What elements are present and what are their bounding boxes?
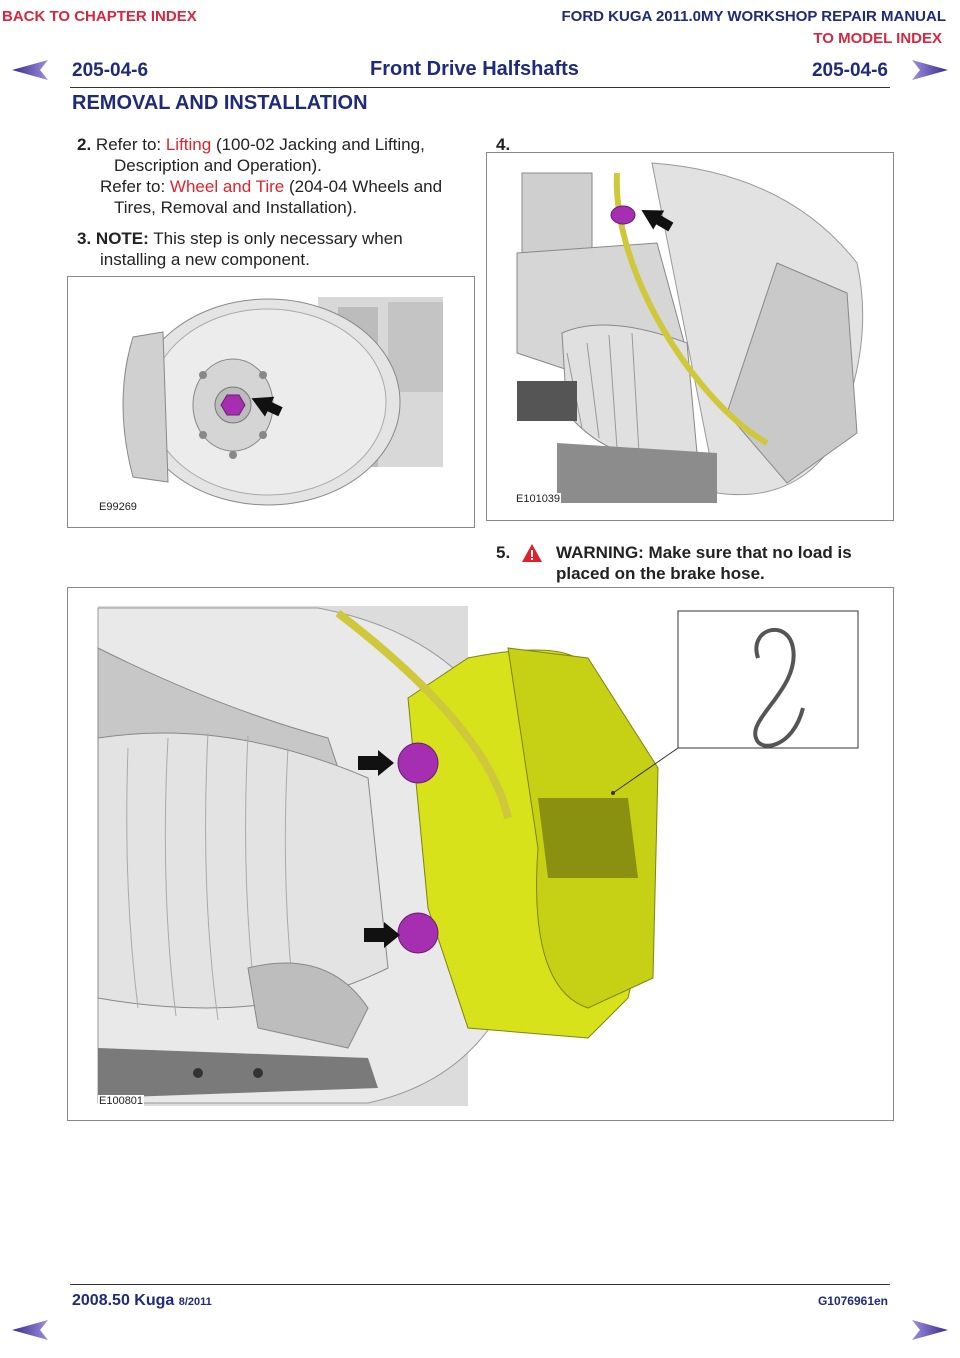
lifting-link[interactable]: Lifting [165, 135, 212, 154]
step-number: 2. [77, 135, 92, 154]
refer-text: (204-04 Wheels and [284, 177, 443, 196]
figure-brake-caliper: E100801 [67, 587, 894, 1121]
next-page-arrow-icon[interactable] [910, 1318, 950, 1342]
note-label: NOTE: [95, 229, 149, 248]
note-text-line2: installing a new component. [100, 250, 310, 269]
step-5-warning: WARNING: Make sure that no load is place… [556, 542, 886, 584]
refer-text: (100-02 Jacking and Lifting, [211, 135, 425, 154]
back-to-chapter-index-link[interactable]: BACK TO CHAPTER INDEX [2, 8, 197, 25]
footer-date: 8/2011 [178, 1296, 212, 1308]
previous-page-arrow-icon[interactable] [10, 58, 50, 82]
refer-text-line2: Tires, Removal and Installation). [114, 198, 358, 217]
header-rule [70, 87, 890, 88]
brake-hose-illustration [516, 162, 864, 503]
footer-rule [70, 1284, 890, 1285]
figure-label: E100801 [98, 1095, 145, 1107]
warning-line-2: placed on the brake hose. [556, 564, 765, 583]
section-heading: REMOVAL AND INSTALLATION [72, 92, 368, 114]
step-3: 3. NOTE: This step is only necessary whe… [77, 228, 477, 270]
section-code-left: 205-04-6 [72, 60, 149, 81]
figure-label: E101039 [515, 493, 562, 505]
refer-prefix: Refer to: [95, 135, 166, 154]
to-model-index-link[interactable]: TO MODEL INDEX [813, 30, 942, 47]
refer-text-line2: Description and Operation). [114, 156, 322, 175]
hub-nut-illustration [122, 297, 443, 506]
footer-doc-id: G1076961en [817, 1294, 888, 1308]
warning-line-1: WARNING: Make sure that no load is [556, 543, 852, 562]
step-number: 3. [77, 229, 92, 248]
previous-page-arrow-icon[interactable] [10, 1318, 50, 1342]
note-text: This step is only necessary when [148, 229, 403, 248]
warning-icon [522, 544, 542, 562]
step-5-number: 5. [496, 543, 511, 562]
footer-model-name: 2008.50 Kuga [72, 1292, 175, 1309]
footer-model: 2008.50 Kuga 8/2011 [72, 1292, 212, 1310]
figure-hub-nut: E99269 [67, 276, 475, 528]
step-2: 2. Refer to: Lifting (100-02 Jacking and… [77, 134, 477, 218]
brake-caliper-illustration [97, 606, 859, 1106]
page-title: Front Drive Halfshafts [370, 58, 579, 80]
section-code-right: 205-04-6 [811, 60, 888, 81]
next-page-arrow-icon[interactable] [910, 58, 950, 82]
manual-title: FORD KUGA 2011.0MY WORKSHOP REPAIR MANUA… [561, 8, 947, 25]
figure-brake-hose-bracket: E101039 [486, 152, 894, 521]
refer-prefix: Refer to: [100, 177, 170, 196]
step-number: 4. [496, 135, 511, 154]
wheel-and-tire-link[interactable]: Wheel and Tire [169, 177, 285, 196]
figure-label: E99269 [98, 501, 138, 513]
